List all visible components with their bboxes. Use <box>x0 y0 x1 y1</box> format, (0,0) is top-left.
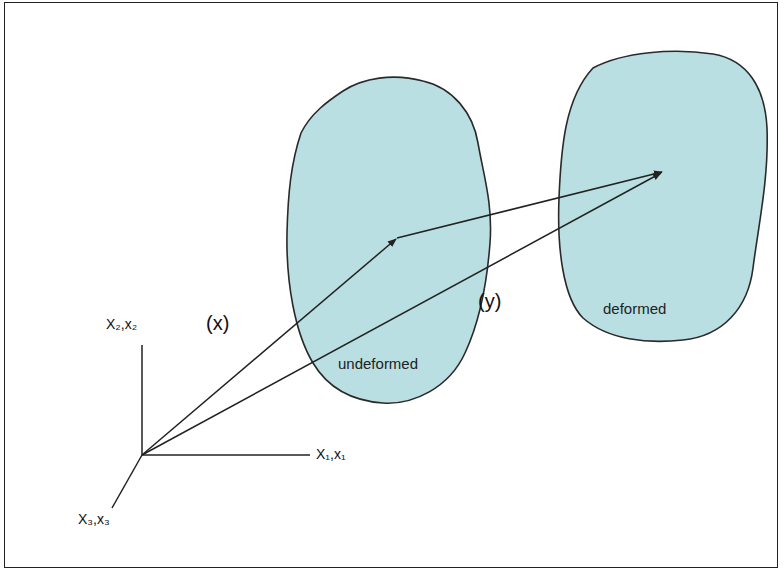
axis-label: X₂,x₂ <box>106 316 137 332</box>
blob-fill <box>287 77 491 403</box>
vector-label: (x) <box>206 312 229 335</box>
blob-fill <box>559 51 768 341</box>
vector-label: (y) <box>478 290 501 313</box>
axis-label: X₁,x₁ <box>316 446 346 462</box>
x3-axis <box>112 455 142 508</box>
state-label: undeformed <box>338 355 418 372</box>
body-region: undeformed <box>283 73 495 409</box>
x1-axis <box>142 454 310 456</box>
x2-axis <box>141 345 143 455</box>
axis-label: X₃,x₃ <box>78 511 110 527</box>
body-region: deformed <box>553 48 771 346</box>
state-label: deformed <box>603 300 666 317</box>
